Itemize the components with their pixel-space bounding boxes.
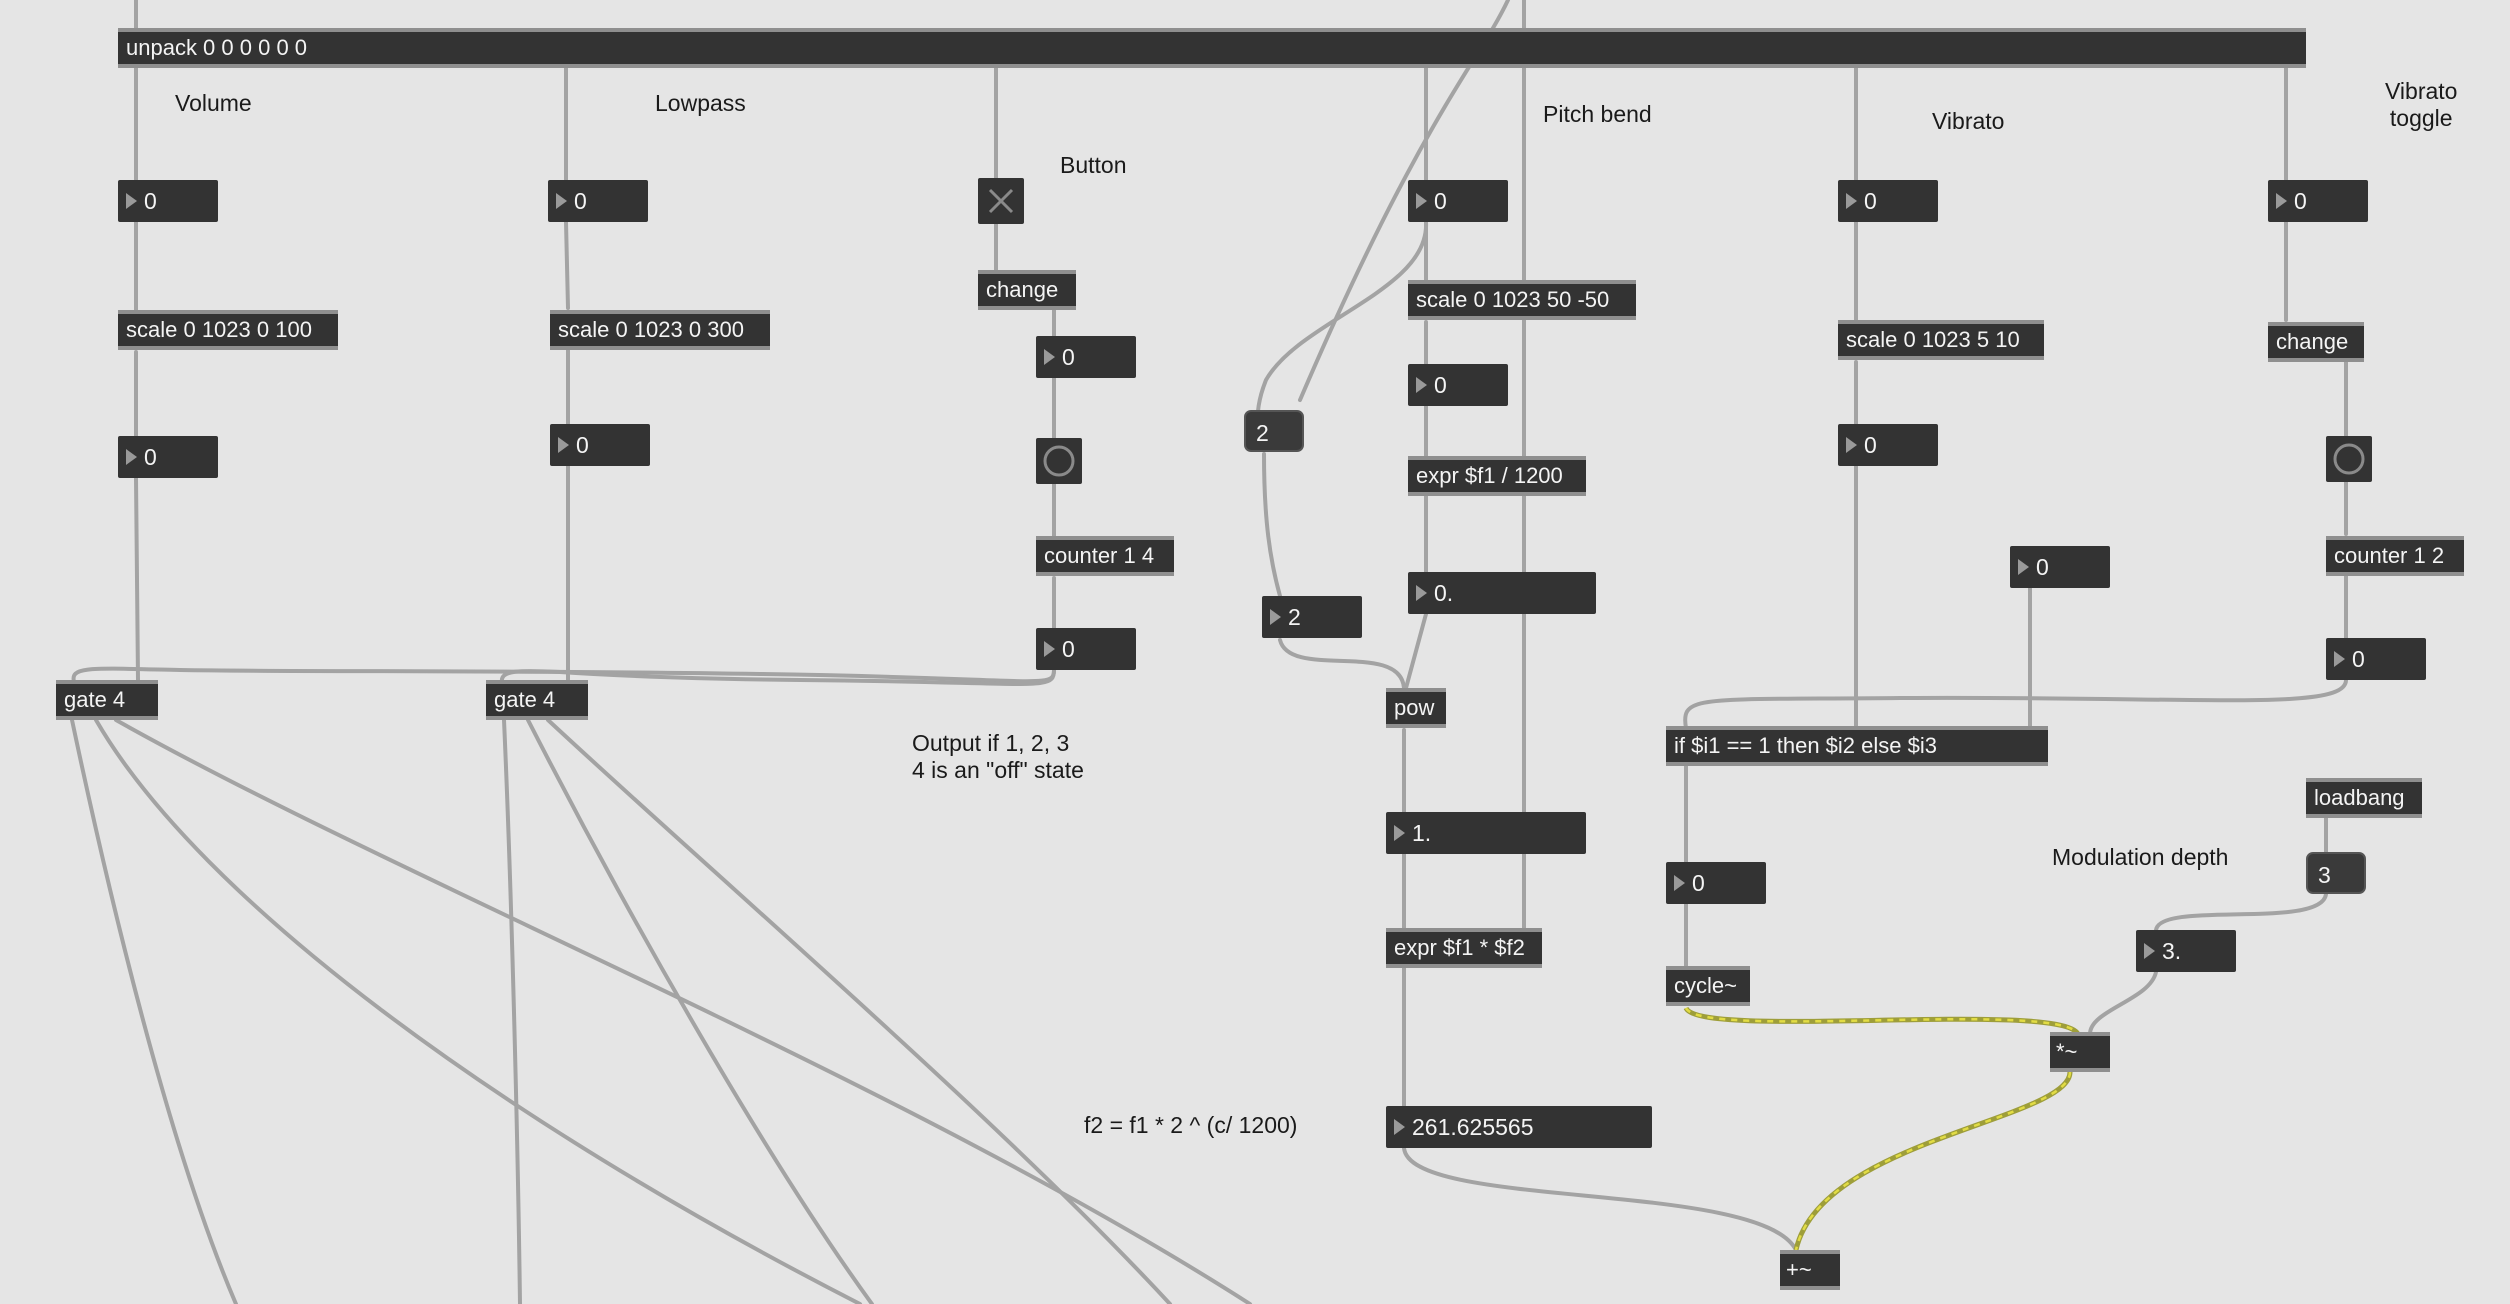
mul-signal-object[interactable]: *~	[2050, 1032, 2110, 1072]
number-vibrato-default[interactable]: 0	[2010, 546, 2110, 588]
number-triangle-icon	[1044, 349, 1055, 365]
number-mod-depth[interactable]: 3.	[2136, 930, 2236, 972]
number-button-counter[interactable]: 0	[1036, 628, 1136, 670]
comment-pitch-bend: Pitch bend	[1543, 101, 1652, 127]
number-triangle-icon	[2144, 943, 2155, 959]
number-volume-out[interactable]: 0	[118, 436, 218, 478]
scale-lowpass-object[interactable]: scale 0 1023 0 300	[550, 310, 770, 350]
number-lowpass-out[interactable]: 0	[550, 424, 650, 466]
number-triangle-icon	[1270, 609, 1281, 625]
number-triangle-icon	[1416, 585, 1427, 601]
comment-mod-depth: Modulation depth	[2052, 844, 2229, 870]
scale-pitch-object[interactable]: scale 0 1023 50 -50	[1408, 280, 1636, 320]
number-lowpass-in[interactable]: 0	[548, 180, 648, 222]
bang-button[interactable]	[1036, 438, 1082, 484]
number-triangle-icon	[558, 437, 569, 453]
number-vibrato-toggle-in[interactable]: 0	[2268, 180, 2368, 222]
number-triangle-icon	[1846, 437, 1857, 453]
change-button-object[interactable]: change	[978, 270, 1076, 310]
comment-lowpass: Lowpass	[655, 90, 746, 116]
number-button-change[interactable]: 0	[1036, 336, 1136, 378]
counter-vibrato-object[interactable]: counter 1 2	[2326, 536, 2464, 576]
message-two[interactable]: 2	[1244, 410, 1304, 452]
number-triangle-icon	[1394, 825, 1405, 841]
number-frequency[interactable]: 261.625565	[1386, 1106, 1652, 1148]
gate-volume-object[interactable]: gate 4	[56, 680, 158, 720]
number-pitch-two[interactable]: 2	[1262, 596, 1362, 638]
comment-volume: Volume	[175, 90, 252, 116]
bang-vibrato[interactable]	[2326, 436, 2372, 482]
number-triangle-icon	[556, 193, 567, 209]
x-cross-icon	[988, 188, 1014, 214]
number-vibrato-counter[interactable]: 0	[2326, 638, 2426, 680]
number-pitch-ratio[interactable]: 0.	[1408, 572, 1596, 614]
number-volume-in[interactable]: 0	[118, 180, 218, 222]
scale-volume-object[interactable]: scale 0 1023 0 100	[118, 310, 338, 350]
number-triangle-icon	[1846, 193, 1857, 209]
pow-object[interactable]: pow	[1386, 688, 1446, 728]
number-triangle-icon	[1416, 377, 1427, 393]
number-pitch-scaled[interactable]: 0	[1408, 364, 1508, 406]
add-signal-object[interactable]: +~	[1780, 1250, 1840, 1290]
number-triangle-icon	[1394, 1119, 1405, 1135]
number-triangle-icon	[2334, 651, 2345, 667]
if-expr-object[interactable]: if $i1 == 1 then $i2 else $i3	[1666, 726, 2048, 766]
number-triangle-icon	[2276, 193, 2287, 209]
number-pitch-pow[interactable]: 1.	[1386, 812, 1586, 854]
number-pitch-in[interactable]: 0	[1408, 180, 1508, 222]
circle-bang-icon	[2333, 443, 2365, 475]
loadbang-object[interactable]: loadbang	[2306, 778, 2422, 818]
expr-mul-object[interactable]: expr $f1 * $f2	[1386, 928, 1542, 968]
unpack-object[interactable]: unpack 0 0 0 0 0 0	[118, 28, 2306, 68]
number-triangle-icon	[126, 449, 137, 465]
number-triangle-icon	[126, 193, 137, 209]
gate-lowpass-object[interactable]: gate 4	[486, 680, 588, 720]
toggle-button[interactable]	[978, 178, 1024, 224]
number-vibrato-in[interactable]: 0	[1838, 180, 1938, 222]
comment-formula: f2 = f1 * 2 ^ (c/ 1200)	[1084, 1112, 1298, 1138]
number-triangle-icon	[1674, 875, 1685, 891]
circle-bang-icon	[1043, 445, 1075, 477]
number-triangle-icon	[1044, 641, 1055, 657]
change-vibrato-object[interactable]: change	[2268, 322, 2364, 362]
message-three[interactable]: 3	[2306, 852, 2366, 894]
comment-button: Button	[1060, 152, 1127, 178]
comment-vibrato: Vibrato	[1932, 108, 2005, 134]
comment-vibrato-toggle: Vibrato toggle	[2385, 78, 2458, 131]
scale-vibrato-object[interactable]: scale 0 1023 5 10	[1838, 320, 2044, 360]
counter-button-object[interactable]: counter 1 4	[1036, 536, 1174, 576]
cycle-object[interactable]: cycle~	[1666, 966, 1750, 1006]
number-vibrato-scaled[interactable]: 0	[1838, 424, 1938, 466]
number-if-out[interactable]: 0	[1666, 862, 1766, 904]
number-triangle-icon	[1416, 193, 1427, 209]
comment-gate-note: Output if 1, 2, 3 4 is an "off" state	[912, 730, 1084, 783]
expr-div-object[interactable]: expr $f1 / 1200	[1408, 456, 1586, 496]
number-triangle-icon	[2018, 559, 2029, 575]
